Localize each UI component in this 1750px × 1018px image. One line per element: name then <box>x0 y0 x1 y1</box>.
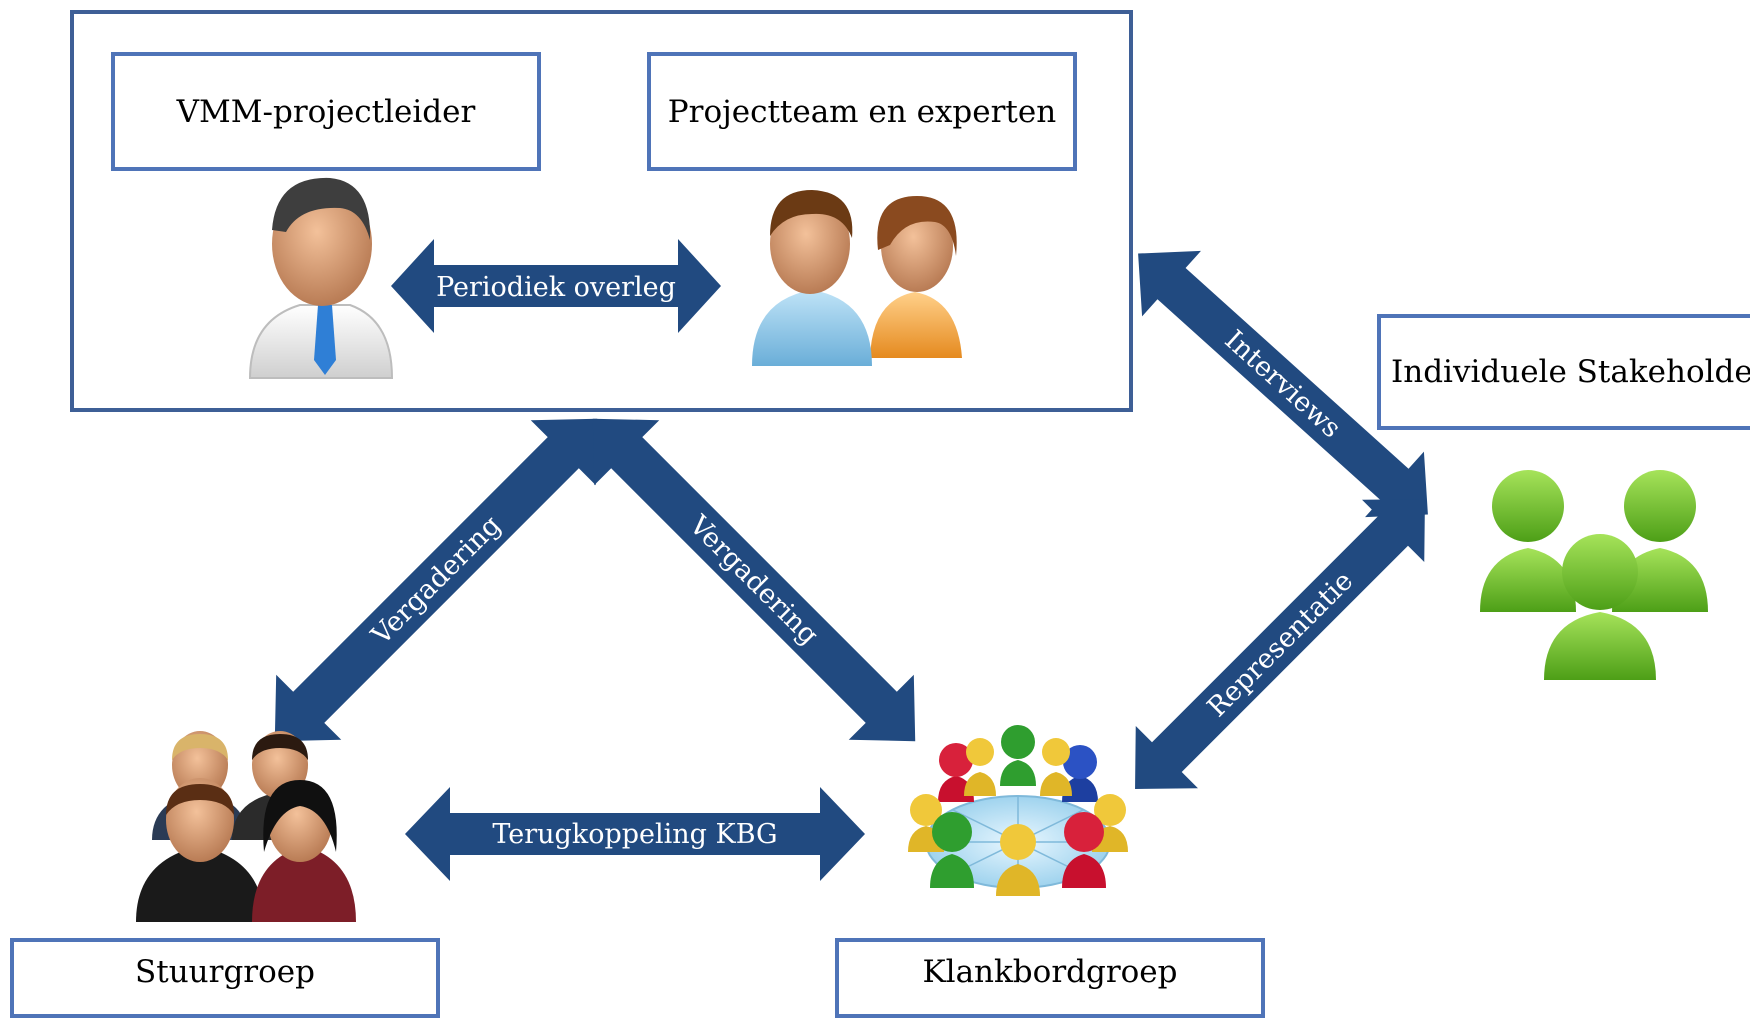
businessman-icon <box>248 177 394 379</box>
round-table-people-icon <box>908 725 1128 896</box>
arrow-vergadering-right: Vergadering <box>592 418 916 742</box>
projectteam-box: Projectteam en experten <box>647 52 1077 171</box>
project-core-frame <box>70 10 1133 412</box>
team-man-woman-icon <box>752 190 962 366</box>
arrow-interviews: Interviews <box>1138 250 1428 518</box>
vergadering-left-label: Vergadering <box>365 510 507 652</box>
green-users-group-icon <box>1480 470 1708 680</box>
arrow-terugkoppeling: Terugkoppeling KBG <box>405 787 865 881</box>
vergadering-left-arrow-shape <box>274 418 598 742</box>
individuele-stakeholders-label: Individuele Stakeholders <box>1391 354 1750 390</box>
periodiek-label: Periodiek overleg <box>436 272 676 303</box>
individuele-stakeholders-box: Individuele Stakeholders <box>1377 314 1750 430</box>
representatie-label: Representatie <box>1201 565 1359 723</box>
vergadering-right-arrow-shape <box>592 418 916 742</box>
interviews-arrow-shape <box>1138 250 1428 518</box>
projectteam-label: Projectteam en experten <box>667 93 1057 130</box>
interviews-label: Interviews <box>1219 324 1347 444</box>
terugkoppeling-label: Terugkoppeling KBG <box>492 819 777 850</box>
klankbordgroep-label: Klankbordgroep <box>922 954 1178 990</box>
terugkoppeling-arrow-shape <box>405 787 865 881</box>
business-group-icon <box>136 731 356 922</box>
representatie-arrow-shape <box>1135 499 1425 789</box>
vmm-projectleider-label: VMM-projectleider <box>176 93 476 130</box>
arrow-representatie: Representatie <box>1135 499 1425 789</box>
vergadering-right-label: Vergadering <box>682 509 824 651</box>
arrow-vergadering-left: Vergadering <box>274 418 598 742</box>
vmm-projectleider-box: VMM-projectleider <box>111 52 541 171</box>
stuurgroep-label: Stuurgroep <box>135 954 315 990</box>
arrow-periodiek-overleg: Periodiek overleg <box>391 239 721 333</box>
periodiek-arrow-shape <box>391 239 721 333</box>
